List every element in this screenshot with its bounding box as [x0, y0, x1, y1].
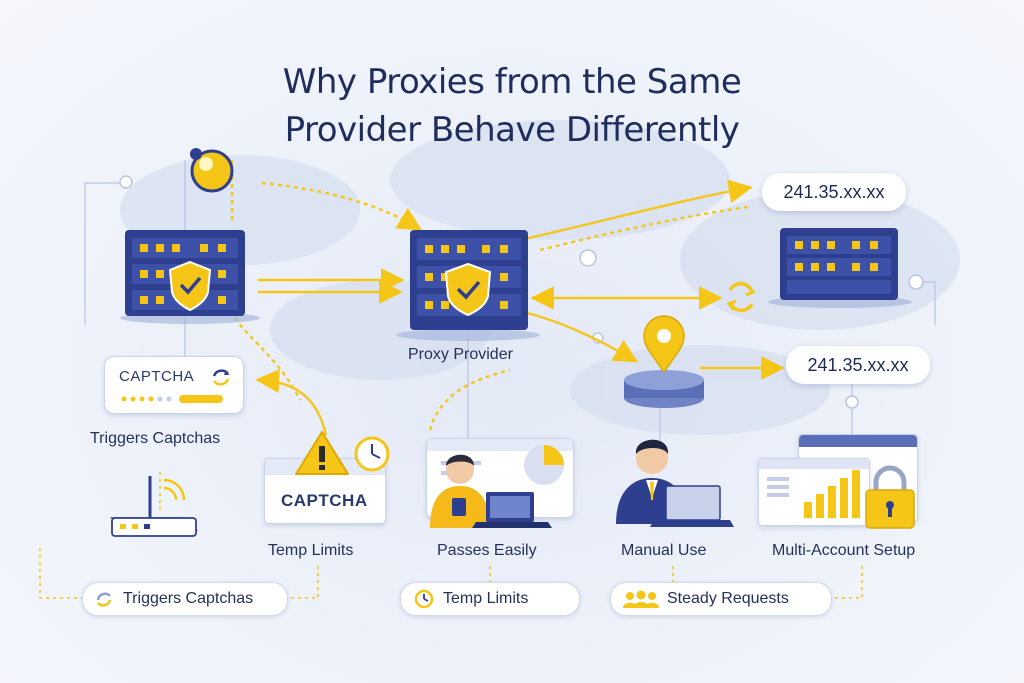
label-multi-account-setup: Multi-Account Setup	[772, 542, 916, 559]
chip-label: Triggers Captchas	[123, 590, 254, 607]
title-line-2: Provider Behave Differently	[284, 110, 740, 150]
front-window	[758, 458, 870, 526]
label-manual-use: Manual Use	[621, 542, 707, 559]
label-proxy-provider: Proxy Provider	[408, 346, 513, 363]
chip-label: Temp Limits	[443, 590, 529, 607]
chip-label: Steady Requests	[667, 590, 789, 607]
chip-triggers-captchas: Triggers Captchas	[82, 582, 288, 616]
label-passes-easily: Passes Easily	[437, 542, 537, 559]
label-temp-limits: Temp Limits	[268, 542, 354, 559]
captcha-card: CAPTCHA	[104, 356, 244, 414]
yellow-flows	[230, 160, 785, 436]
world-map-pattern	[120, 120, 960, 435]
captcha-icon	[96, 592, 112, 607]
ip-pill-middle: 241.35.xx.xx	[786, 346, 930, 384]
bottom-links	[39, 468, 863, 599]
captcha-progress-bar	[121, 395, 223, 403]
chip-steady-requests: Steady Requests	[610, 582, 832, 616]
refresh-icon	[212, 369, 230, 386]
captcha-card-text: CAPTCHA	[119, 368, 195, 385]
chip-temp-limits: Temp Limits	[400, 582, 580, 616]
users-icon	[623, 590, 659, 608]
clock-icon	[414, 589, 434, 609]
ip-pill-top: 241.35.xx.xx	[762, 173, 906, 211]
title-line-1: Why Proxies from the Same	[282, 62, 742, 102]
captcha-sheet: CAPTCHA	[264, 458, 386, 524]
grey-node-dots	[119, 175, 924, 409]
label-triggers-captchas: Triggers Captchas	[90, 430, 221, 447]
captcha-sheet-text: CAPTCHA	[281, 491, 368, 510]
dashboard-window	[426, 438, 574, 518]
